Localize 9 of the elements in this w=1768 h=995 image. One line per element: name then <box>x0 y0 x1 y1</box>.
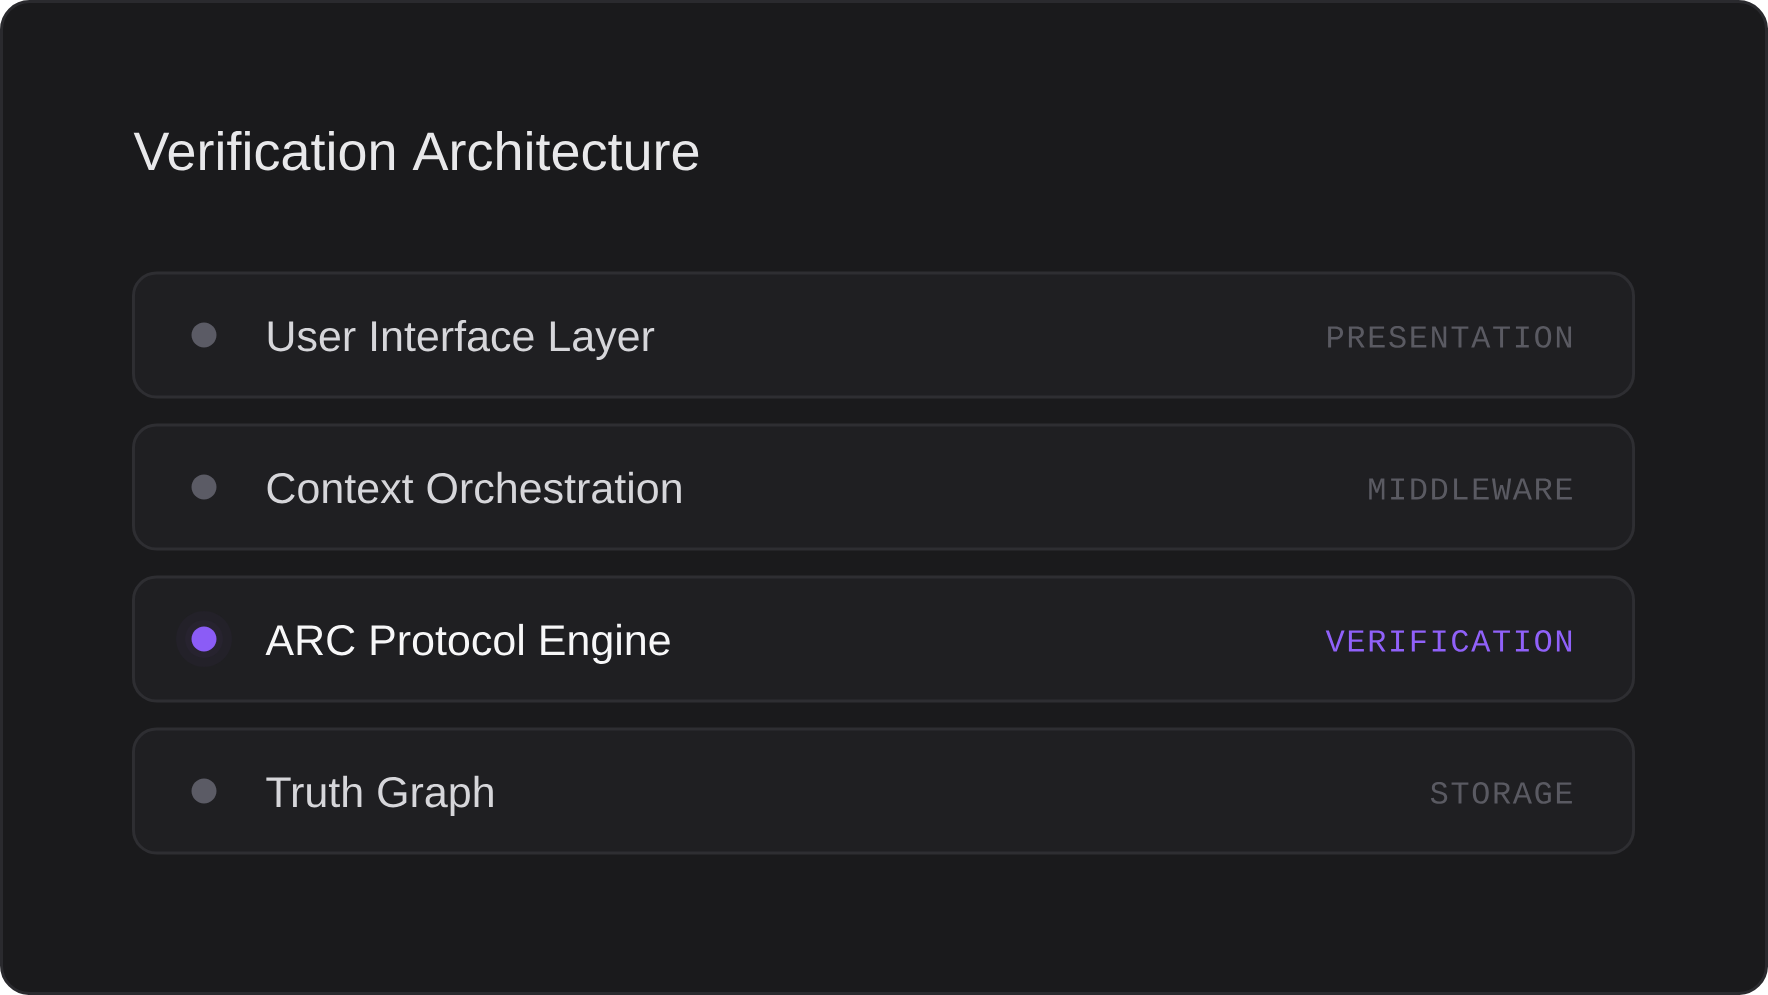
layer-name: Truth Graph <box>266 775 493 816</box>
layer-tag: MIDDLEWARE <box>1369 478 1572 500</box>
layer-tag: STORAGE <box>1430 782 1572 804</box>
layer-name: User Interface Layer <box>268 319 655 360</box>
layer-name: ARC Protocol Engine <box>265 623 670 664</box>
layer-tag: VERIFICATION <box>1325 630 1572 652</box>
title: Verification Architecture <box>133 130 699 171</box>
layer-name: Context Orchestration <box>267 471 681 504</box>
layer-tag: PRESENTATION <box>1328 326 1572 348</box>
